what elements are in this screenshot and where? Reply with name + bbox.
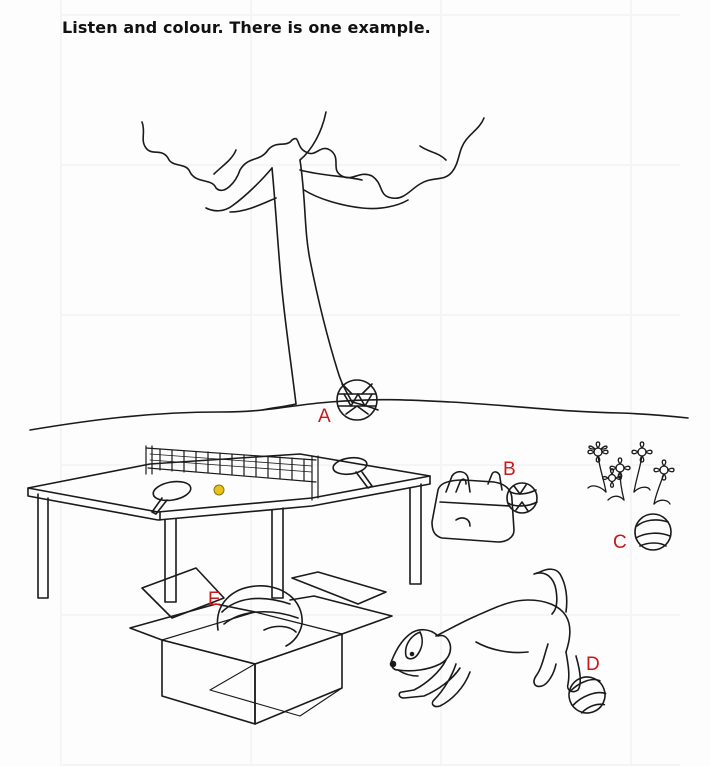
table-tennis-table bbox=[27, 445, 431, 603]
tree-canopy-inner-2 bbox=[419, 145, 447, 161]
table-leg-back-mid bbox=[271, 507, 284, 599]
ball-e[interactable] bbox=[216, 585, 303, 647]
table-leg-front-left bbox=[37, 493, 49, 599]
tree-branch-right bbox=[303, 189, 409, 210]
tree-branch-left-2 bbox=[229, 197, 277, 213]
paddle-right bbox=[332, 456, 373, 489]
flower-2 bbox=[609, 457, 631, 501]
label-d: D bbox=[586, 654, 600, 675]
ball-d[interactable] bbox=[564, 672, 610, 718]
flower-3 bbox=[631, 441, 653, 493]
tree-canopy-inner-1 bbox=[213, 149, 237, 175]
ground-line bbox=[29, 398, 689, 431]
tree-branch-left bbox=[205, 167, 273, 212]
flower-5 bbox=[602, 468, 622, 488]
dog-eye bbox=[409, 651, 415, 657]
table-leg-right bbox=[409, 483, 422, 585]
dog-ear bbox=[404, 631, 423, 660]
flower-1 bbox=[587, 441, 609, 493]
ball-b[interactable] bbox=[506, 482, 538, 514]
dog-tail bbox=[533, 568, 568, 615]
dog-front-legs bbox=[398, 659, 471, 708]
tree-branch-right-3 bbox=[299, 169, 363, 181]
flower-leaves bbox=[587, 485, 671, 505]
table-net bbox=[145, 445, 319, 501]
dog-nose bbox=[389, 660, 397, 668]
table-leg-front-mid bbox=[164, 518, 177, 603]
paddle-left bbox=[151, 480, 192, 515]
bleed-through-background bbox=[60, 0, 680, 766]
tree-trunk-left bbox=[271, 167, 297, 405]
label-b: B bbox=[503, 459, 516, 480]
tree-canopy bbox=[141, 117, 485, 200]
label-c: C bbox=[613, 532, 627, 553]
flowers bbox=[587, 441, 675, 505]
tree-branch-right-2 bbox=[299, 111, 327, 161]
table-tennis-ball bbox=[213, 484, 225, 496]
dog-mouth bbox=[397, 669, 419, 677]
table-edge bbox=[27, 475, 431, 521]
tree bbox=[141, 111, 485, 411]
dog bbox=[389, 568, 581, 708]
tree-trunk-right bbox=[299, 159, 353, 403]
flower-4 bbox=[653, 459, 675, 505]
ball-c[interactable] bbox=[634, 513, 672, 551]
dog-body bbox=[435, 599, 571, 653]
label-a: A bbox=[318, 406, 331, 427]
ball-a[interactable] bbox=[336, 379, 378, 421]
cardboard-box bbox=[129, 567, 393, 725]
dog-belly bbox=[475, 641, 529, 654]
bag bbox=[431, 470, 515, 543]
instruction-text: Listen and colour. There is one example. bbox=[62, 18, 431, 37]
label-e: E bbox=[208, 589, 221, 610]
